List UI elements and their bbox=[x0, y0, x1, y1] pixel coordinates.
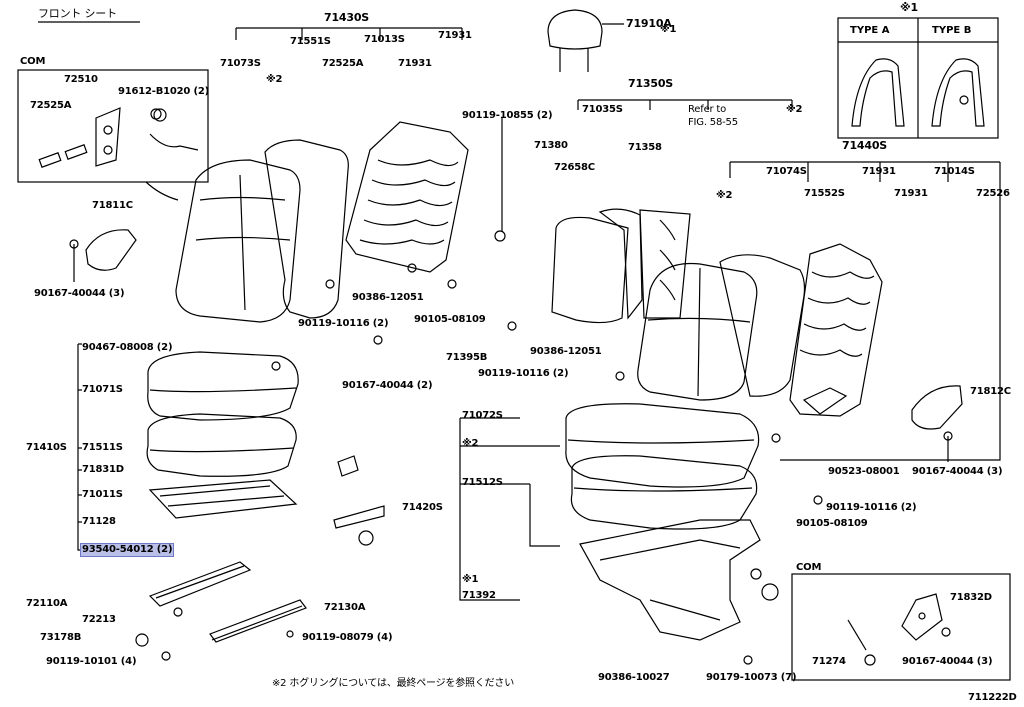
headrest-shape bbox=[547, 9, 624, 72]
part-label: 91612-B1020 (2) bbox=[118, 86, 209, 97]
part-label: ※2 bbox=[266, 74, 283, 85]
refer-line-2: FIG. 58-55 bbox=[688, 117, 738, 128]
part-label: 71831D bbox=[82, 464, 124, 475]
part-label: 90167-40044 (3) bbox=[902, 656, 993, 667]
part-label: 71931 bbox=[438, 30, 472, 41]
headrest-type-b bbox=[931, 58, 985, 127]
part-label: 71910A bbox=[626, 17, 672, 30]
part-label: 73178B bbox=[40, 632, 82, 643]
side-cover-left bbox=[69, 229, 137, 282]
diagram-id: 711222D bbox=[968, 692, 1017, 703]
part-label: 71072S bbox=[462, 410, 503, 421]
part-label: 90119-10116 (2) bbox=[826, 502, 917, 513]
com-box-left-label: COM bbox=[20, 56, 46, 67]
part-label: 71832D bbox=[950, 592, 992, 603]
part-label: 71014S bbox=[934, 166, 975, 177]
diagram-title: フロント シート bbox=[38, 7, 117, 20]
com-box-left-frame bbox=[17, 69, 209, 183]
right-cushion-stack bbox=[565, 403, 760, 530]
part-label: 71128 bbox=[82, 516, 116, 527]
refer-line-1: Refer to bbox=[688, 104, 727, 115]
part-label: ※1 bbox=[660, 24, 677, 35]
seat-frame-71392 bbox=[579, 519, 779, 641]
part-label: 71358 bbox=[628, 142, 662, 153]
type-a-label: TYPE A bbox=[850, 25, 890, 36]
center-seatback-shape bbox=[551, 208, 691, 324]
part-label-highlighted[interactable]: 93540-54012 (2) bbox=[79, 543, 175, 557]
type-box-mark: ※1 bbox=[900, 1, 918, 14]
part-label: 90105-08109 bbox=[796, 518, 868, 529]
part-label: 71931 bbox=[894, 188, 928, 199]
part-label: 71931 bbox=[398, 58, 432, 69]
side-cover-right bbox=[911, 385, 963, 462]
left-seatback-shape bbox=[175, 139, 349, 323]
part-label: 72525A bbox=[30, 100, 72, 111]
part-label: 72110A bbox=[26, 598, 68, 609]
recliner-bracket-right bbox=[847, 593, 951, 666]
part-label: 71274 bbox=[812, 656, 846, 667]
part-label: 90386-10027 bbox=[598, 672, 670, 683]
part-label: 72130A bbox=[324, 602, 366, 613]
part-label: ※2 bbox=[462, 438, 479, 449]
part-label: 90467-08008 (2) bbox=[82, 342, 173, 353]
part-label: 90386-12051 bbox=[530, 346, 602, 357]
part-label: 72525A bbox=[322, 58, 364, 69]
part-label: 72526 bbox=[976, 188, 1010, 199]
headrest-type-a bbox=[851, 58, 905, 127]
part-label: 90167-40044 (2) bbox=[342, 380, 433, 391]
part-label: 90119-10116 (2) bbox=[478, 368, 569, 379]
hog-ring-note: ※2 ホグリングについては、最終ページを参照ください bbox=[272, 678, 515, 689]
seat-rails bbox=[135, 561, 307, 661]
part-label: 90167-40044 (3) bbox=[34, 288, 125, 299]
part-label: 90523-08001 bbox=[828, 466, 900, 477]
part-label: 71035S bbox=[582, 104, 623, 115]
part-label: 90119-10116 (2) bbox=[298, 318, 389, 329]
part-label: 71013S bbox=[364, 34, 405, 45]
part-label: 90119-10855 (2) bbox=[462, 110, 553, 121]
com-arrow bbox=[145, 181, 179, 201]
part-label: 71511S bbox=[82, 442, 123, 453]
part-label: ※2 bbox=[786, 104, 803, 115]
recliner-bracket-left bbox=[38, 107, 199, 168]
part-label: 90179-10073 (7) bbox=[706, 672, 797, 683]
part-label: 71011S bbox=[82, 489, 123, 500]
left-frame-shape bbox=[345, 121, 469, 273]
part-label: 71074S bbox=[766, 166, 807, 177]
part-label: 71812C bbox=[970, 386, 1011, 397]
part-label: 71811C bbox=[92, 200, 133, 211]
part-label: ※2 bbox=[716, 190, 733, 201]
right-seatback-shape bbox=[637, 254, 806, 401]
part-label: 71430S bbox=[324, 11, 369, 24]
com-box-right-frame bbox=[791, 573, 1011, 681]
part-label: 90119-08079 (4) bbox=[302, 632, 393, 643]
part-label: 72510 bbox=[64, 74, 98, 85]
type-b-label: TYPE B bbox=[932, 25, 972, 36]
part-label: 71512S bbox=[462, 477, 503, 488]
part-label: 72213 bbox=[82, 614, 116, 625]
part-label: 71551S bbox=[290, 36, 331, 47]
part-label: 71380 bbox=[534, 140, 568, 151]
part-label: 90119-10101 (4) bbox=[46, 656, 137, 667]
right-frame-shape bbox=[789, 243, 883, 417]
part-label: 71410S bbox=[26, 442, 67, 453]
left-cushion-stack bbox=[146, 351, 385, 546]
part-label: 71395B bbox=[446, 352, 488, 363]
part-label: 90105-08109 bbox=[414, 314, 486, 325]
part-label: 71350S bbox=[628, 77, 673, 90]
part-label: 72658C bbox=[554, 162, 595, 173]
part-label: 71931 bbox=[862, 166, 896, 177]
part-label: 71071S bbox=[82, 384, 123, 395]
part-label: 90386-12051 bbox=[352, 292, 424, 303]
part-label: 90167-40044 (3) bbox=[912, 466, 1003, 477]
part-label: 71073S bbox=[220, 58, 261, 69]
com-box-right-label: COM bbox=[796, 562, 822, 573]
part-label: 71552S bbox=[804, 188, 845, 199]
part-label: 71392 bbox=[462, 590, 496, 601]
part-label: ※1 bbox=[462, 574, 479, 585]
part-label: 71420S bbox=[402, 502, 443, 513]
part-label: 71440S bbox=[842, 139, 887, 152]
